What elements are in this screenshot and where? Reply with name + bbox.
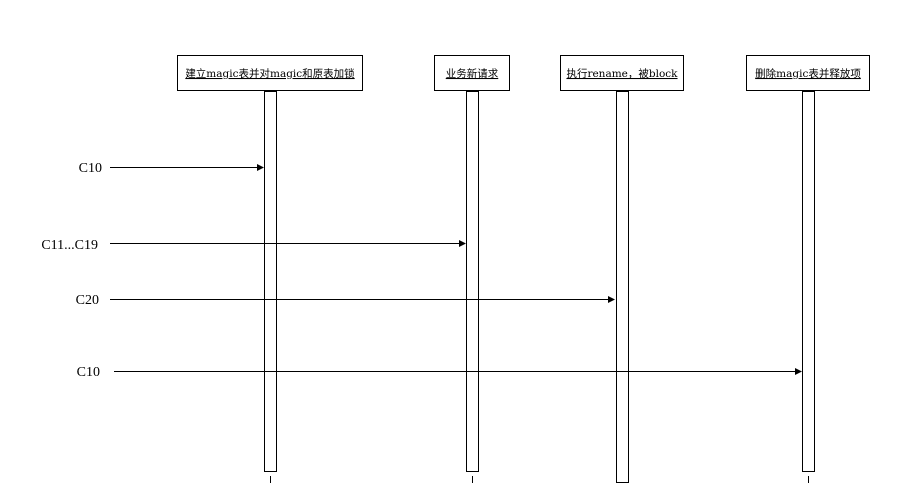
lifeline-header-box bbox=[560, 55, 684, 91]
activation-bar bbox=[466, 91, 479, 472]
lifeline-label: 建立magic表并对magic和原表加锁 bbox=[185, 67, 355, 80]
message-c11-c19-to-new-request: C11...C19 bbox=[41, 238, 466, 253]
activation-bar bbox=[616, 91, 629, 483]
lifeline-header-box bbox=[434, 55, 510, 91]
message-c10-to-lock: C10 bbox=[79, 161, 264, 176]
arrowhead-icon bbox=[257, 164, 264, 171]
lifeline-magic-lock: 建立magic表并对magic和原表加锁 bbox=[177, 55, 363, 483]
lifeline-header-box bbox=[746, 55, 870, 91]
arrowhead-icon bbox=[459, 240, 466, 247]
activation-bar bbox=[802, 91, 815, 472]
message-label: C10 bbox=[77, 365, 100, 380]
message-c10-to-drop-release: C10 bbox=[77, 365, 802, 380]
lifeline-label: 业务新请求 bbox=[446, 67, 499, 80]
lifeline-label: 删除magic表并释放项 bbox=[755, 67, 861, 80]
message-label: C20 bbox=[76, 293, 99, 308]
lifeline-rename: 执行rename，被block bbox=[560, 55, 684, 483]
arrowhead-icon bbox=[608, 296, 615, 303]
message-label: C10 bbox=[79, 161, 102, 176]
lifeline-new-request: 业务新请求 bbox=[434, 55, 510, 483]
lifeline-drop-release: 删除magic表并释放项 bbox=[746, 55, 870, 483]
lifeline-header-box bbox=[177, 55, 363, 91]
lifeline-label: 执行rename，被block bbox=[566, 67, 678, 80]
message-label: C11...C19 bbox=[41, 238, 98, 253]
arrowhead-icon bbox=[795, 368, 802, 375]
activation-bar bbox=[264, 91, 277, 472]
message-c20-to-rename: C20 bbox=[76, 293, 615, 308]
